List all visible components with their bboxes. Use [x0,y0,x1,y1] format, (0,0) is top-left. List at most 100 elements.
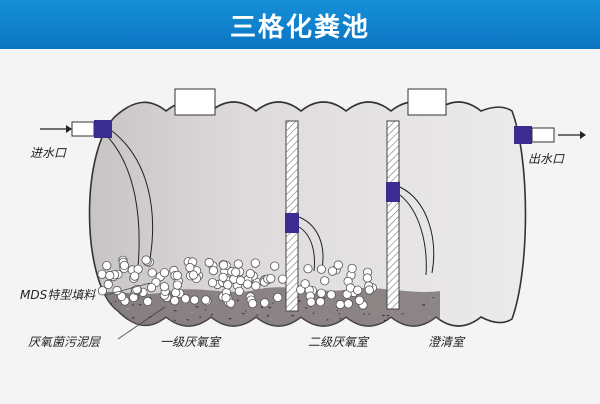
leader-lines [105,282,166,340]
sludge-speck [269,318,273,320]
sludge-speck [432,320,434,322]
filler-ball [143,296,153,306]
sludge-speck [204,309,206,311]
access-cover-2 [407,88,447,116]
sludge-speck [327,314,331,316]
sludge-speck [185,320,188,322]
sludge-speck [241,313,245,315]
sludge-speck [109,303,112,305]
sludge-speck [346,319,348,321]
filler-ball [112,285,122,296]
label-chamber1: 一级厌氧室 [160,335,221,349]
label-inlet: 进水口 [30,146,67,160]
sludge-speck [431,301,433,303]
sludge-speck [127,308,130,311]
filler-ball [159,282,169,292]
sludge-speck [422,297,425,299]
sludge-speck [210,312,212,314]
sludge-speck [432,297,434,299]
sludge-speck [422,315,424,317]
filler-ball [201,295,211,305]
filler-ball [335,299,345,310]
sludge-speck [386,315,389,317]
filler-ball [270,261,280,271]
sludge-speck [178,308,180,310]
sludge-speck [291,315,295,317]
filler-ball [303,264,313,274]
sludge-speck [295,312,298,315]
inlet-pipe-joint [94,120,112,138]
filler-ball [147,268,157,278]
filler-ball [277,274,288,284]
sludge-speck [261,306,263,308]
sludge-speck [193,321,195,323]
filler-ball [146,283,157,293]
filler-ball [102,261,112,271]
sludge-speck [272,302,274,304]
outlet-pipe [531,127,555,143]
filler-ball [316,288,326,298]
sludge-speck [336,297,338,299]
sludge-speck [114,300,116,303]
tank-svg [40,88,586,340]
filler-ball [266,274,276,284]
sludge-speck [367,297,369,299]
sludge-speck [174,310,177,312]
sludge-speck [139,304,142,306]
filler-ball [185,262,195,273]
sludge-speck [324,297,326,299]
filler-ball [159,268,170,278]
filler-ball [362,273,372,283]
filler-ball [97,269,107,279]
sludge-speck [174,319,176,321]
inlet-arrow-icon [40,125,72,133]
filler-ball [119,260,130,270]
filler-ball [180,294,191,304]
sludge-speck [255,309,258,312]
sludge-speck [100,310,103,312]
septic-tank-diagram: 进水口 出水口 MDS特型填料 厌氧菌污泥层 一级厌氧室 二级厌氧室 澄清室 [0,49,600,400]
sludge-speck [428,316,431,318]
sludge-speck [298,300,301,302]
access-cover-1 [174,88,216,116]
sludge-speck [105,315,109,318]
filler-ball [245,269,255,279]
filler-ball [347,263,357,273]
filler-ball [218,272,228,282]
sludge-speck [401,313,404,315]
filler-ball [315,297,325,307]
flow-lines [107,130,435,276]
filler-ball [105,270,115,281]
sludge-speck [339,317,342,320]
filler-ball [103,279,113,289]
sludge-speck [430,299,434,301]
sludge-speck [311,306,315,308]
sludge-speck [422,304,425,306]
sludge-speck [326,319,329,321]
label-filler: MDS特型填料 [20,288,96,302]
sludge-speck [266,315,269,317]
filler-ball [233,259,243,269]
sludge-speck [107,305,110,307]
filler-ball [218,260,229,270]
sludge-speck [240,319,242,321]
sludge-speck [268,306,272,309]
sludge-speck [228,318,232,320]
filler-ball [320,276,330,286]
outlet-arrow-icon [558,131,586,139]
outlet-pipe-joint [514,126,532,144]
sludge-speck [382,314,385,317]
filler-ball [204,257,214,268]
sludge-speck [176,308,178,310]
filler-ball [251,281,261,291]
sludge-speck [131,317,135,319]
filler-ball [300,279,310,289]
partition-wall-2 [386,120,400,310]
sludge-speck [389,309,393,311]
filler-ball [97,286,108,296]
filler-ball [172,280,182,290]
sludge-speck [413,306,417,308]
filler-ball [250,258,260,268]
sludge-speck [320,318,322,320]
page-title: 三格化粪池 [229,13,370,43]
